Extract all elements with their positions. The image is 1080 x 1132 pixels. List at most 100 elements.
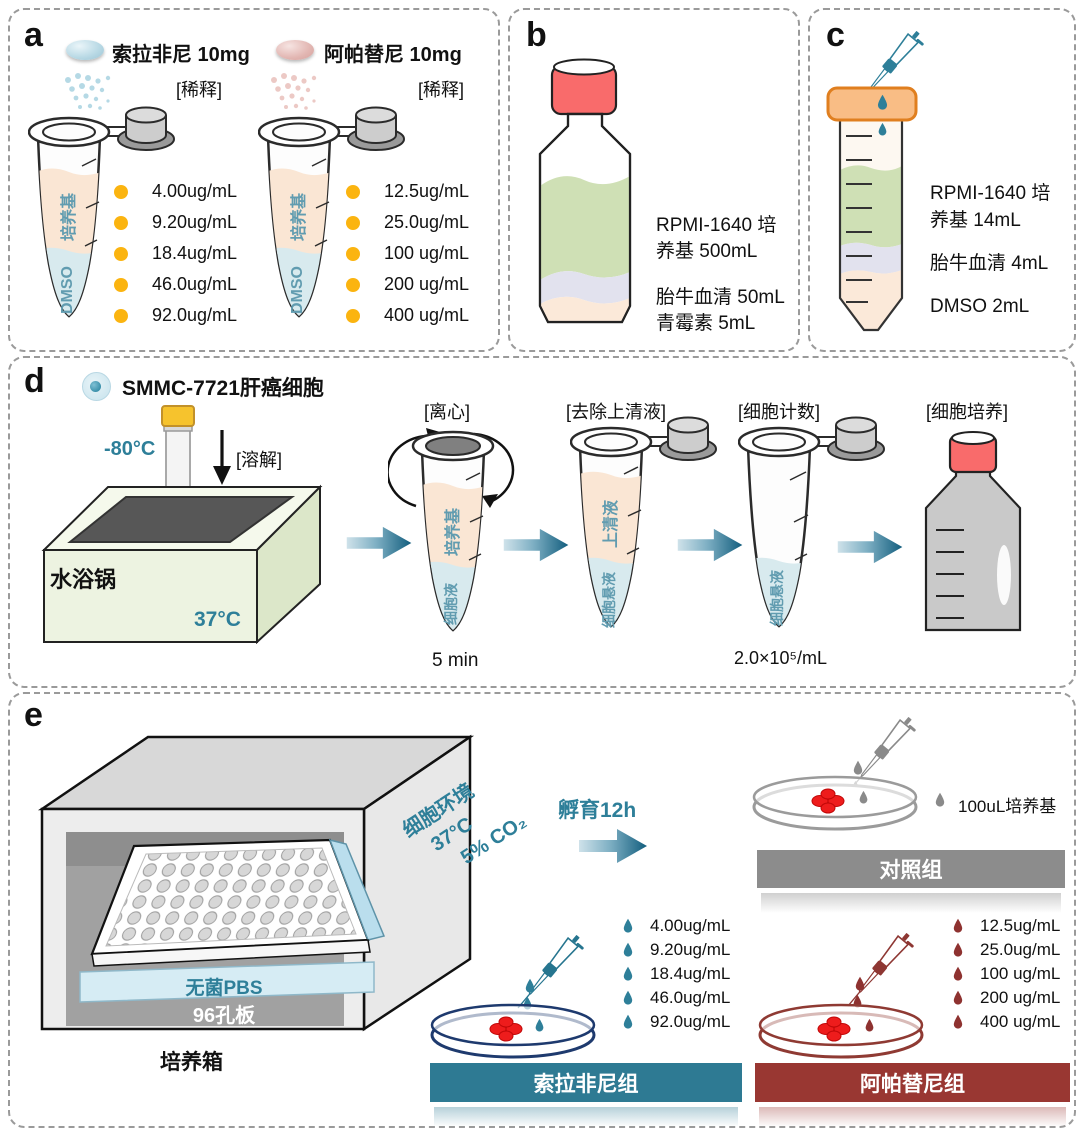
recipe-line: 胎牛血清 4mL [930, 253, 1049, 274]
apatinib-pill-icon [276, 40, 314, 60]
sorafenib-group-name: 索拉非尼组 [533, 1072, 639, 1096]
incubate-arrow-icon [566, 826, 662, 866]
concentration-row: 46.0ug/mL [114, 269, 237, 300]
concentration-row: 9.20ug/mL [114, 207, 237, 238]
concentration-value: 12.5ug/mL [384, 181, 470, 201]
concentration-value: 4.00ug/mL [152, 181, 238, 201]
drop-icon [952, 966, 964, 982]
tube-medium-label: 培养基 [59, 192, 78, 241]
orange-dot-icon [114, 277, 128, 292]
concentration-value: 25.0ug/mL [980, 940, 1061, 959]
drop-icon [864, 1018, 875, 1033]
microtube-sorafenib-icon: 培养基 DMSO [28, 106, 175, 318]
spacer [930, 234, 1050, 250]
dissolve-label: [溶解] [236, 450, 283, 470]
concentration-row: 12.5ug/mL [346, 176, 469, 207]
cell-culture-label: [细胞培养] [926, 402, 1009, 422]
sorafenib-group-concentration-list: 4.00ug/mL 9.20ug/mL 18.4ug/mL 46.0ug/mL … [622, 914, 730, 1034]
step-arrow-icon [502, 526, 572, 564]
drop-icon [854, 976, 866, 992]
concentration-row: 92.0ug/mL [114, 300, 237, 331]
count-tube-icon: 细胞悬液 [738, 416, 885, 628]
down-arrow-icon [213, 430, 231, 485]
drop-icon [934, 792, 946, 808]
concentration-value: 46.0ug/mL [650, 988, 731, 1007]
recipe-line: 养基 14mL [930, 210, 1021, 231]
drop-icon [858, 790, 869, 805]
concentration-value: 100 ug/mL [384, 243, 470, 263]
petri-dish-control-icon [750, 770, 920, 832]
orange-dot-icon [346, 246, 360, 261]
tube1-bottom-label: 细胞液 [443, 582, 459, 625]
concentration-row: 25.0ug/mL [952, 938, 1060, 962]
concentration-row: 4.00ug/mL [114, 176, 237, 207]
concentration-value: 25.0ug/mL [384, 212, 470, 232]
concentration-value: 400 ug/mL [980, 1012, 1061, 1031]
tube-dmso-label: DMSO [289, 266, 306, 314]
falcon-tube-icon [826, 86, 918, 332]
plate-label: 96孔板 [193, 1003, 256, 1027]
cell-line-label: SMMC-7721肝癌细胞 [122, 377, 324, 400]
spacer [656, 265, 785, 285]
tube2-top-label: 上清液 [601, 499, 620, 548]
incubate-label: 孵育12h [558, 799, 637, 822]
concentration-value: 46.0ug/mL [152, 274, 238, 294]
orange-dot-icon [114, 184, 128, 199]
tube3-bottom-label: 细胞悬液 [769, 569, 785, 626]
banner-control-group: 对照组 [757, 850, 1065, 913]
concentration-row: 100 ug/mL [346, 238, 469, 269]
concentration-value: 9.20ug/mL [152, 212, 238, 232]
drop-icon [952, 918, 964, 934]
drop-icon [622, 918, 634, 934]
petri-dish-apatinib-icon [756, 998, 926, 1060]
supernatant-tube-icon: 上清液 细胞悬液 [570, 416, 717, 628]
freeze-temp-label: -80°C [104, 438, 156, 460]
mix-recipe-text: RPMI-1640 培 养基 14mL 胎牛血清 4mL DMSO 2mL [930, 180, 1050, 320]
sorafenib-title: 索拉非尼 10mg [112, 44, 250, 66]
panel-c-letter: c [826, 16, 845, 54]
recipe-line: DMSO 2mL [930, 296, 1030, 317]
concentration-value: 400 ug/mL [384, 305, 470, 325]
apatinib-title: 阿帕替尼 10mg [324, 44, 462, 66]
panel-c: c RPMI-1640 培 养基 14mL 胎牛血清 4mL DMSO 2mL [808, 8, 1076, 352]
centrifuge-time-label: 5 min [432, 650, 479, 671]
concentration-row: 4.00ug/mL [622, 914, 730, 938]
orange-dot-icon [114, 215, 128, 230]
concentration-value: 9.20ug/mL [650, 940, 731, 959]
concentration-value: 92.0ug/mL [152, 305, 238, 325]
panel-b: b RPMI-1640 培 养基 500mL 胎牛血清 50mL 青霉素 5mL [508, 8, 800, 352]
orange-dot-icon [114, 308, 128, 323]
concentration-value: 18.4ug/mL [650, 964, 731, 983]
concentration-row: 18.4ug/mL [114, 238, 237, 269]
orange-dot-icon [346, 215, 360, 230]
panel-a-letter: a [24, 16, 43, 54]
apatinib-group-concentration-list: 12.5ug/mL 25.0ug/mL 100 ug/mL 200 ug/mL … [952, 914, 1060, 1034]
panel-d-letter: d [24, 362, 45, 400]
panel-e: e 无菌PBS 96孔板 细胞环境 37°C 5% CO₂ 培养箱 孵育12h … [8, 692, 1076, 1128]
drop-icon [952, 942, 964, 958]
concentration-row: 200 ug/mL [952, 986, 1060, 1010]
concentration-value: 18.4ug/mL [152, 243, 238, 263]
panel-d: d SMMC-7721肝癌细胞 -80°C [溶解] 水浴锅 37°C [离心] [8, 356, 1076, 688]
concentration-value: 200 ug/mL [384, 274, 470, 294]
concentration-value: 100 ug/mL [980, 964, 1061, 983]
centrifuge-label: [离心] [424, 402, 471, 422]
banner-apatinib-group: 阿帕替尼组 [755, 1063, 1070, 1127]
media-recipe-text: RPMI-1640 培 养基 500mL 胎牛血清 50mL 青霉素 5mL [656, 213, 785, 337]
recipe-line: 胎牛血清 50mL [656, 287, 785, 308]
culture-bottle-icon [924, 431, 1022, 632]
panel-e-letter: e [24, 696, 43, 734]
incubator-label: 培养箱 [160, 1051, 223, 1074]
concentration-row: 25.0ug/mL [346, 207, 469, 238]
orange-dot-icon [114, 246, 128, 261]
orange-dot-icon [346, 308, 360, 323]
sorafenib-pill-icon [66, 40, 104, 60]
recipe-line: 青霉素 5mL [656, 313, 756, 334]
recipe-line: 养基 500mL [656, 241, 758, 262]
incubator-icon: 无菌PBS 96孔板 [37, 734, 475, 1032]
concentration-row: 12.5ug/mL [952, 914, 1060, 938]
control-note-label: 100uL培养基 [958, 797, 1057, 816]
sorafenib-concentration-list: 4.00ug/mL 9.20ug/mL 18.4ug/mL 46.0ug/mL … [114, 176, 237, 331]
concentration-row: 100 ug/mL [952, 962, 1060, 986]
